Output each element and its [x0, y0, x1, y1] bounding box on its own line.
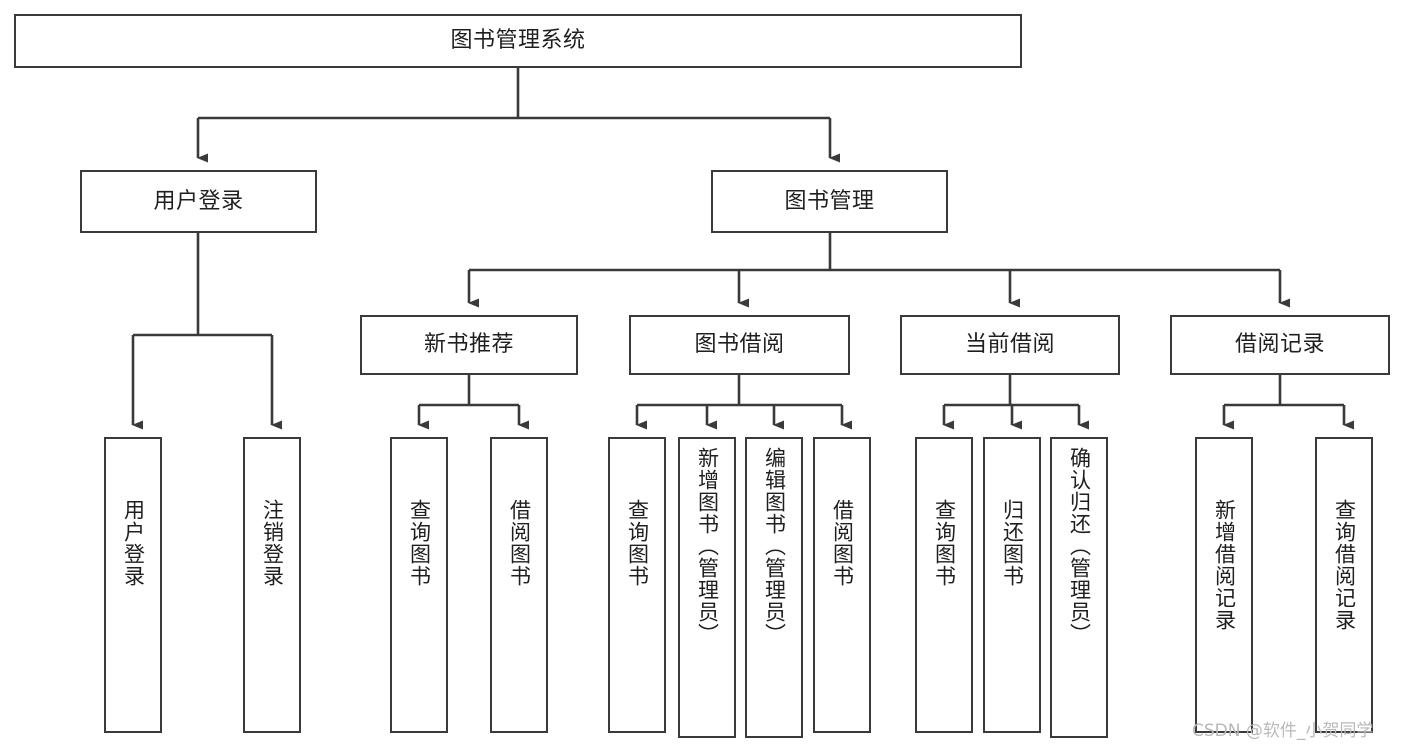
node-leaf-new-book-borrow[interactable]: 借阅图书: [490, 437, 548, 733]
node-leaf-records-add-label: 新增借阅记录: [1212, 499, 1237, 631]
node-root-system[interactable]: 图书管理系统: [14, 14, 1022, 68]
node-leaf-records-query[interactable]: 查询借阅记录: [1315, 437, 1373, 733]
node-current-borrow-label: 当前借阅: [964, 332, 1055, 358]
node-leaf-current-query-book-label: 查询图书: [932, 499, 957, 587]
node-leaf-user-login-signin-label: 用户登录: [121, 499, 146, 587]
node-leaf-borrow-borrow-book-label: 借阅图书: [830, 499, 855, 587]
node-leaf-user-login-signin[interactable]: 用户登录: [104, 437, 162, 733]
node-leaf-new-book-borrow-label: 借阅图书: [507, 499, 532, 587]
node-leaf-borrow-add-book[interactable]: 新增图书（管理员）: [678, 437, 736, 738]
node-current-borrow[interactable]: 当前借阅: [900, 315, 1120, 375]
node-leaf-current-return-book-label: 归还图书: [1000, 499, 1025, 587]
node-leaf-borrow-query-book[interactable]: 查询图书: [608, 437, 666, 733]
node-leaf-records-query-label: 查询借阅记录: [1332, 499, 1357, 631]
node-leaf-borrow-edit-book[interactable]: 编辑图书（管理员）: [745, 437, 803, 738]
node-leaf-new-book-query[interactable]: 查询图书: [390, 437, 448, 733]
node-leaf-current-confirm-return[interactable]: 确认归还（管理员）: [1050, 437, 1108, 738]
node-leaf-current-query-book[interactable]: 查询图书: [915, 437, 973, 733]
node-leaf-current-confirm-return-label: 确认归还（管理员）: [1067, 447, 1092, 645]
node-leaf-borrow-add-book-label: 新增图书（管理员）: [695, 447, 720, 645]
node-borrow-records-label: 借阅记录: [1234, 332, 1325, 358]
node-borrow-records[interactable]: 借阅记录: [1170, 315, 1390, 375]
node-leaf-new-book-query-label: 查询图书: [407, 499, 432, 587]
node-new-book-recommend-label: 新书推荐: [423, 332, 514, 358]
node-book-borrow[interactable]: 图书借阅: [629, 315, 850, 375]
node-leaf-records-add[interactable]: 新增借阅记录: [1195, 437, 1253, 733]
csdn-watermark: CSDN @软件_小贺同学: [1192, 721, 1374, 741]
node-root-system-label: 图书管理系统: [450, 28, 586, 54]
node-book-manage[interactable]: 图书管理: [711, 170, 948, 233]
node-leaf-borrow-borrow-book[interactable]: 借阅图书: [813, 437, 871, 733]
node-book-manage-label: 图书管理: [784, 188, 875, 214]
node-user-login[interactable]: 用户登录: [80, 170, 317, 233]
node-leaf-borrow-query-book-label: 查询图书: [625, 499, 650, 587]
node-new-book-recommend[interactable]: 新书推荐: [360, 315, 578, 375]
node-leaf-borrow-edit-book-label: 编辑图书（管理员）: [762, 447, 787, 645]
node-book-borrow-label: 图书借阅: [694, 332, 785, 358]
node-leaf-user-login-signout[interactable]: 注销登录: [243, 437, 301, 733]
node-user-login-label: 用户登录: [153, 188, 244, 214]
node-leaf-current-return-book[interactable]: 归还图书: [983, 437, 1041, 733]
node-leaf-user-login-signout-label: 注销登录: [260, 499, 285, 587]
